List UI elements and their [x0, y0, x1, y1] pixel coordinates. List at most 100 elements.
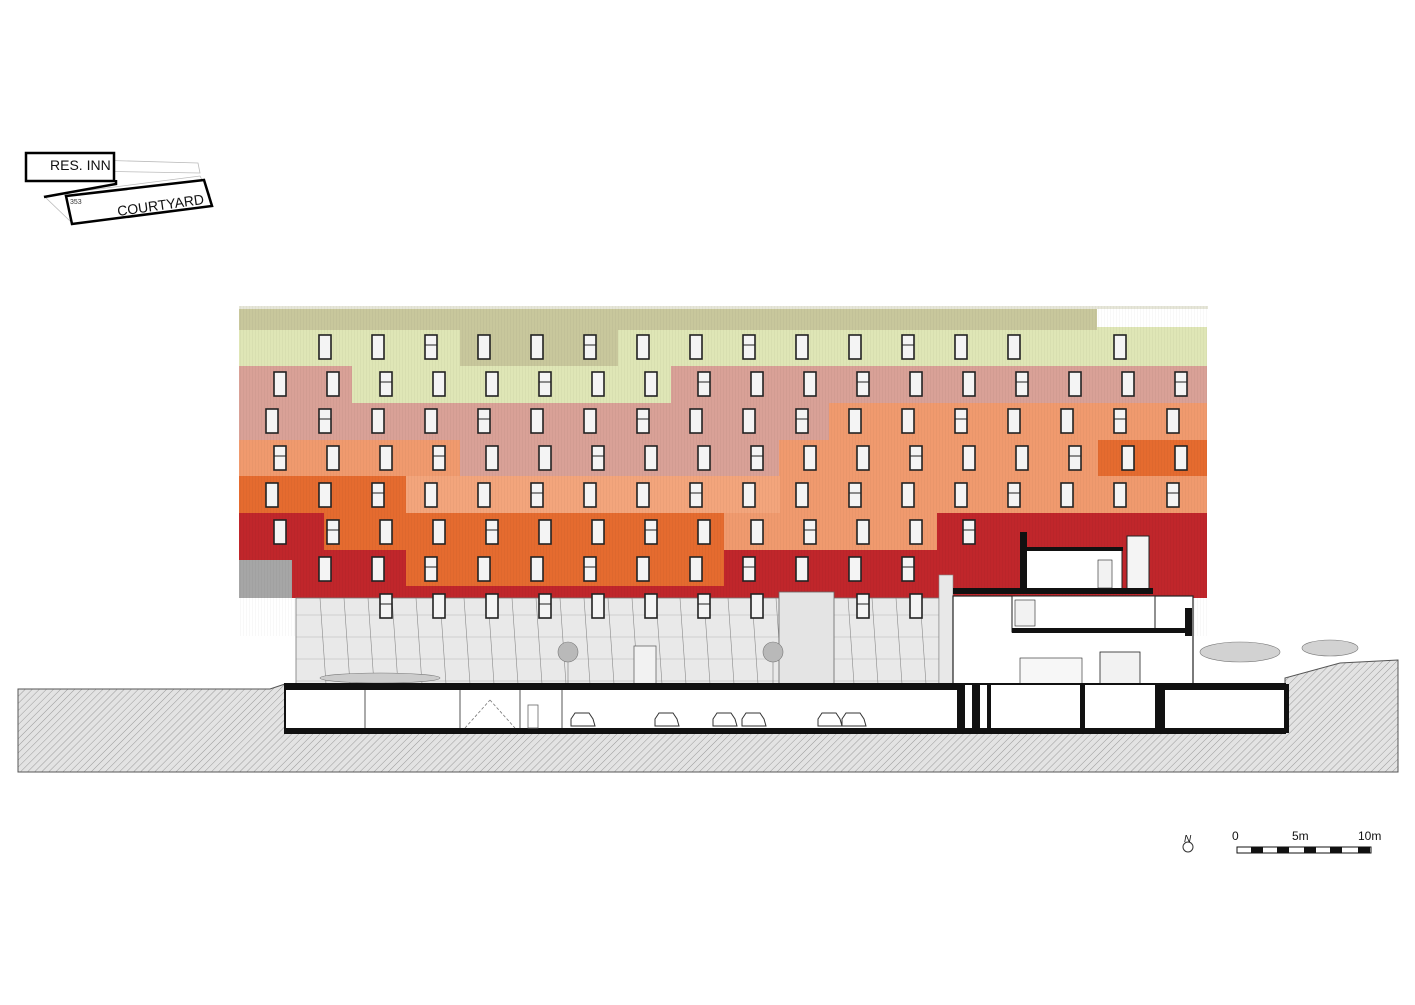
window [795, 556, 809, 582]
window [742, 334, 756, 360]
ground-section [17, 659, 1399, 773]
window [697, 445, 711, 471]
window [318, 408, 332, 434]
window [856, 371, 870, 397]
window [962, 445, 976, 471]
window [803, 445, 817, 471]
north-arrow-letter: N [1184, 834, 1192, 845]
mullion [559, 597, 567, 685]
window [901, 556, 915, 582]
window [1166, 482, 1180, 508]
window [538, 371, 552, 397]
window [583, 334, 597, 360]
window [1068, 371, 1082, 397]
windows-group [265, 334, 1188, 619]
window [1174, 371, 1188, 397]
mullion [319, 597, 327, 685]
mullion [367, 597, 375, 685]
window [848, 334, 862, 360]
window [795, 334, 809, 360]
window [1113, 482, 1127, 508]
scale-label-0: 0 [1232, 829, 1239, 843]
window [1015, 445, 1029, 471]
window [1007, 408, 1021, 434]
mullion [343, 597, 351, 685]
window [424, 408, 438, 434]
parked-car [654, 712, 680, 727]
window [848, 482, 862, 508]
mullion [895, 597, 903, 685]
window [379, 593, 393, 619]
window [636, 482, 650, 508]
window [591, 593, 605, 619]
window [477, 482, 491, 508]
window [1015, 371, 1029, 397]
key-plan-number: 353 [70, 199, 82, 206]
mullion [415, 597, 423, 685]
planting [319, 639, 1359, 684]
window [909, 593, 923, 619]
window [697, 519, 711, 545]
window [265, 482, 279, 508]
window [856, 519, 870, 545]
window [1007, 334, 1021, 360]
window [432, 593, 446, 619]
window [1121, 371, 1135, 397]
window [485, 519, 499, 545]
mullion [463, 597, 471, 685]
window [689, 482, 703, 508]
window [697, 371, 711, 397]
window [485, 371, 499, 397]
window [477, 334, 491, 360]
key-plan: RES. INN 353 COURTYARD [24, 151, 214, 226]
key-plan-res-inn-label: RES. INN [50, 157, 111, 173]
window [583, 482, 597, 508]
window [644, 519, 658, 545]
parked-car [712, 712, 738, 727]
window [538, 445, 552, 471]
window [1060, 408, 1074, 434]
window [750, 371, 764, 397]
mullion [727, 597, 735, 685]
basement-section [284, 683, 1289, 734]
window [742, 408, 756, 434]
window [530, 408, 544, 434]
key-plan-courtyard-box [64, 178, 214, 226]
mullion [871, 597, 879, 685]
window [1174, 445, 1188, 471]
window [530, 556, 544, 582]
window [636, 334, 650, 360]
window [909, 519, 923, 545]
window [901, 408, 915, 434]
window [1068, 445, 1082, 471]
window [477, 556, 491, 582]
window [697, 593, 711, 619]
entrance-canopy [778, 591, 835, 685]
window [803, 371, 817, 397]
window [424, 334, 438, 360]
scale-bar: 0 5m 10m [1232, 829, 1381, 854]
window [750, 519, 764, 545]
mullion [511, 597, 519, 685]
window [371, 482, 385, 508]
window [962, 519, 976, 545]
window [273, 519, 287, 545]
window [424, 482, 438, 508]
window [379, 371, 393, 397]
window [962, 371, 976, 397]
window [689, 334, 703, 360]
window [856, 445, 870, 471]
window [477, 408, 491, 434]
window [795, 482, 809, 508]
window [318, 556, 332, 582]
key-plan-res-inn-box [24, 151, 116, 183]
window [742, 556, 756, 582]
window [901, 482, 915, 508]
window [1166, 408, 1180, 434]
window [591, 371, 605, 397]
window [379, 519, 393, 545]
window [644, 593, 658, 619]
window [379, 445, 393, 471]
entrance-door [633, 645, 657, 685]
